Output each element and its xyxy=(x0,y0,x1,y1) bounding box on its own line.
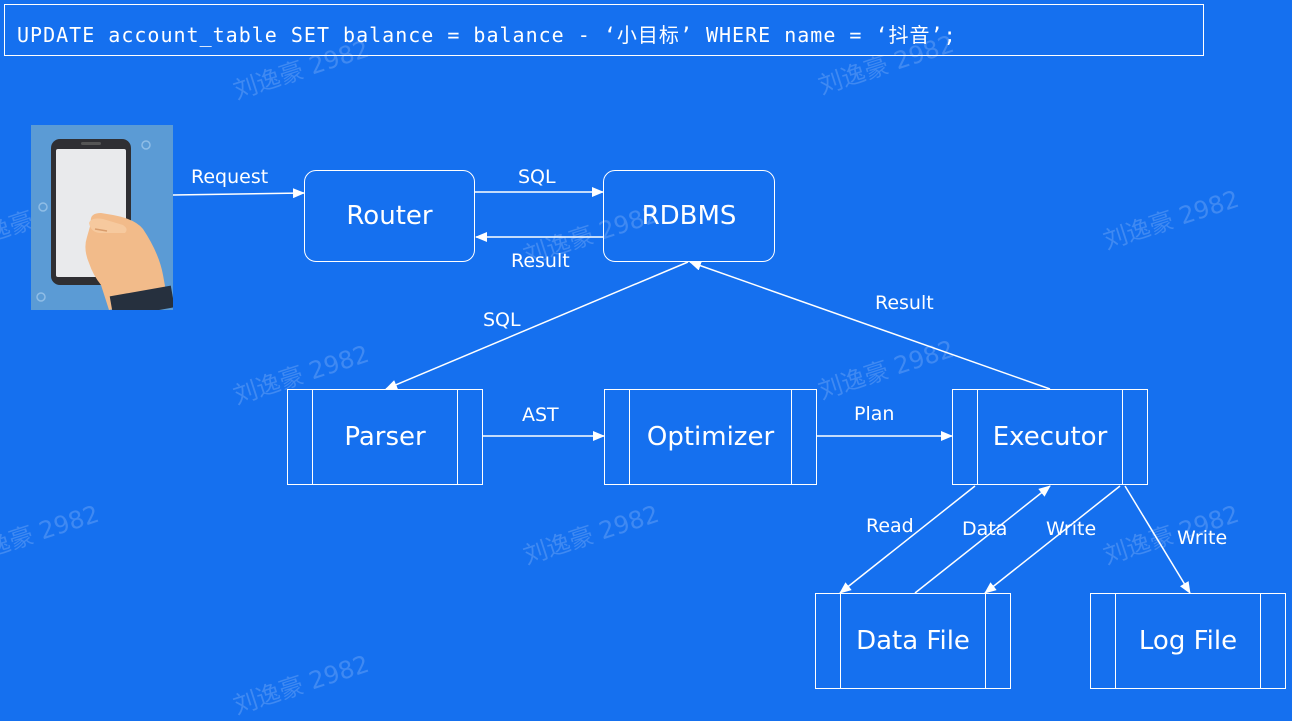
log-file-label: Log File xyxy=(1138,626,1238,656)
executor-label: Executor xyxy=(992,422,1108,452)
edge-label-write-log: Write xyxy=(1177,527,1228,549)
edge-label-data: Data xyxy=(962,518,1008,540)
arrow-read xyxy=(839,485,976,594)
log-file-node: Log File xyxy=(1090,593,1286,689)
edge-label-request: Request xyxy=(191,166,269,188)
edge-label-executor-rdbms: Result xyxy=(875,292,934,314)
arrow-request xyxy=(172,188,305,199)
optimizer-node: Optimizer xyxy=(604,389,817,485)
phone-in-hand-icon xyxy=(31,125,173,310)
edge-label-optimizer-executor: Plan xyxy=(854,403,895,425)
arrow-executor-rdbms xyxy=(689,260,1051,390)
rdbms-label: RDBMS xyxy=(641,201,737,231)
arrow-data xyxy=(914,485,1051,594)
executor-node: Executor xyxy=(952,389,1148,485)
arrow-write-data xyxy=(984,485,1121,594)
edge-label-write-data: Write xyxy=(1046,518,1097,540)
edge-label-parser-optimizer: AST xyxy=(522,404,559,426)
router-node: Router xyxy=(304,170,475,262)
router-label: Router xyxy=(346,201,433,231)
parser-node: Parser xyxy=(287,389,483,485)
connector-arrows xyxy=(172,187,1191,594)
edge-label-read: Read xyxy=(866,515,914,537)
arrow-write-log xyxy=(1124,485,1191,594)
data-file-label: Data File xyxy=(856,626,970,656)
sql-statement-text: UPDATE account_table SET balance = balan… xyxy=(17,23,957,47)
edge-label-rdbms-parser: SQL xyxy=(483,309,521,331)
optimizer-label: Optimizer xyxy=(646,422,775,452)
data-file-node: Data File xyxy=(815,593,1011,689)
sql-statement-box: UPDATE account_table SET balance = balan… xyxy=(4,4,1204,56)
arrow-rdbms-parser xyxy=(385,261,689,390)
edge-label-rdbms-router: Result xyxy=(511,250,570,272)
rdbms-node: RDBMS xyxy=(603,170,775,262)
parser-label: Parser xyxy=(344,422,426,452)
edge-label-router-rdbms: SQL xyxy=(518,166,556,188)
